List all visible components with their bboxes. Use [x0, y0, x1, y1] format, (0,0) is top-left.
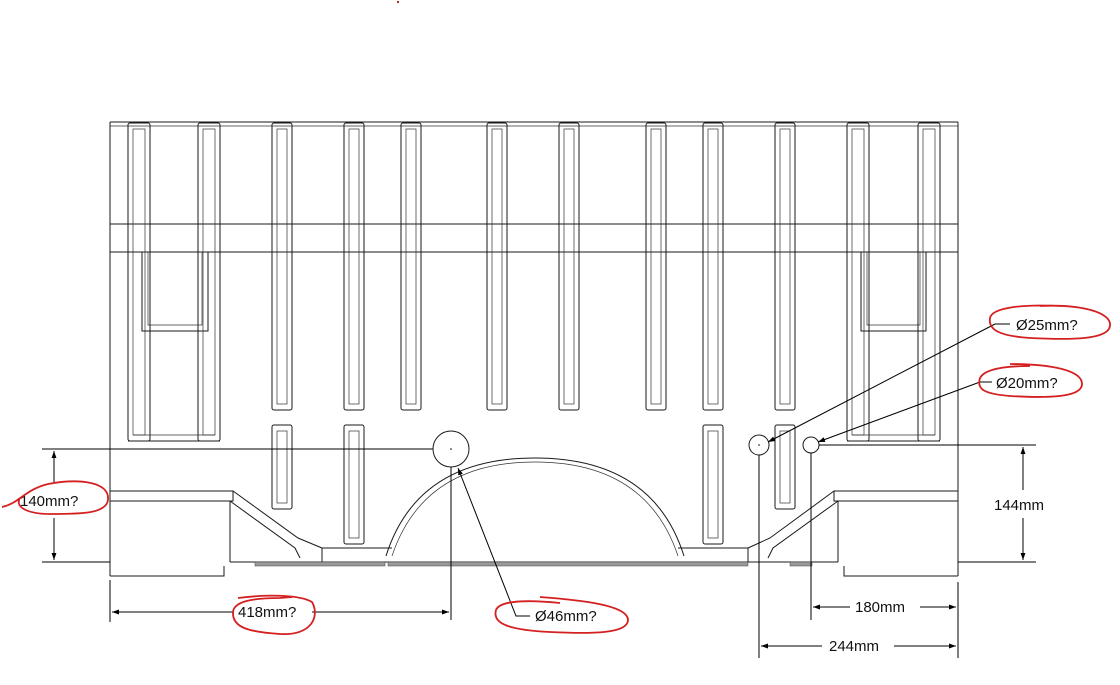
- dim-right-height-label: 144mm: [994, 497, 1044, 514]
- red-circle-46: [494, 596, 629, 634]
- dim-left-height-label: 140mm?: [20, 493, 78, 510]
- callout-hole-large: [457, 467, 530, 617]
- tank-body: [109, 121, 959, 577]
- short-slot: [774, 424, 796, 510]
- hole-mid: [748, 434, 770, 456]
- left-frame: [127, 122, 221, 442]
- dim-right-outer-width: [758, 455, 956, 658]
- stray-mark: [397, 1, 399, 3]
- slot: [645, 122, 667, 411]
- red-circle-140: [1, 480, 109, 515]
- callout-hole-mid-label: Ø25mm?: [1016, 317, 1078, 334]
- slot: [702, 122, 724, 411]
- red-circle-20: [978, 363, 1083, 398]
- red-circle-25: [989, 304, 1111, 340]
- slot: [400, 122, 422, 411]
- dim-right-inner-width-label: 180mm: [855, 599, 905, 616]
- slot: [486, 122, 508, 411]
- short-slot: [343, 424, 365, 545]
- slot: [558, 122, 580, 411]
- slot: [774, 122, 796, 411]
- slot: [343, 122, 365, 411]
- dim-right-outer-width-label: 244mm: [829, 638, 879, 655]
- short-slot: [702, 424, 724, 545]
- slot: [271, 122, 293, 411]
- dim-left-width: [109, 467, 452, 622]
- ribs: [127, 122, 941, 545]
- hole-small: [802, 436, 820, 454]
- callout-hole-small: [817, 381, 992, 443]
- callout-hole-large-label: Ø46mm?: [535, 608, 597, 625]
- dim-right-height: [819, 444, 1036, 563]
- callout-hole-small-label: Ø20mm?: [996, 375, 1058, 392]
- hole-large: [432, 430, 470, 468]
- callout-hole-mid: [767, 323, 1010, 443]
- red-circle-418: [232, 594, 316, 635]
- dim-left-width-label: 418mm?: [238, 604, 296, 621]
- short-slot: [271, 424, 293, 510]
- dim-right-inner-width: [810, 453, 959, 658]
- dim-left-height: [42, 448, 433, 563]
- right-frame: [846, 122, 941, 442]
